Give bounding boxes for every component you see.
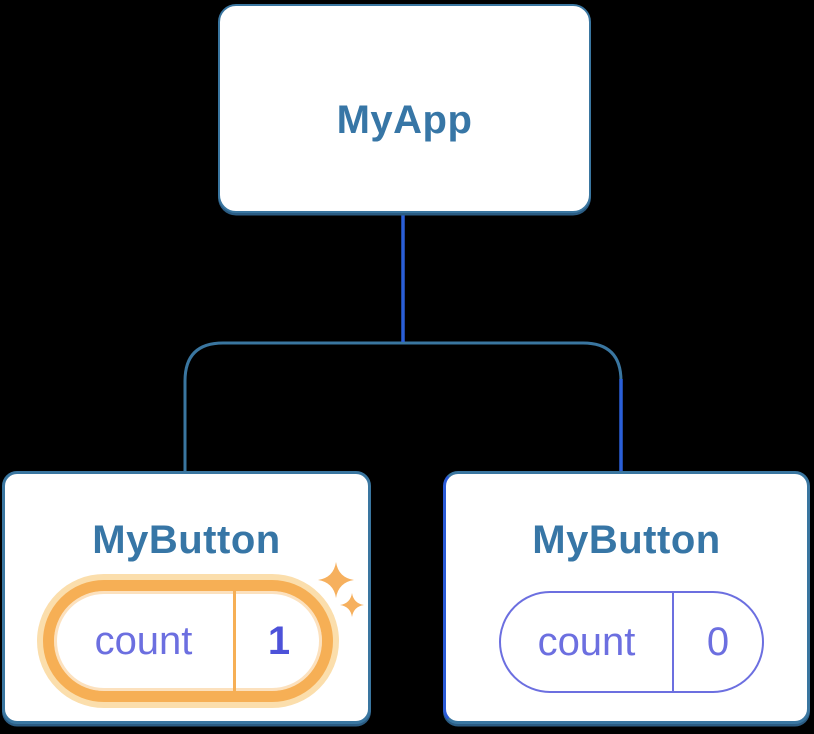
pill-divider <box>233 591 236 691</box>
state-pill: count 0 <box>499 591 764 693</box>
sparkle-icon <box>318 562 364 617</box>
node-mybutton-1: MyButton count 1 <box>2 471 371 724</box>
state-name: count <box>94 618 193 663</box>
node-title: MyButton <box>532 518 721 562</box>
connector-bracket <box>183 341 623 472</box>
node-myapp: MyApp <box>218 4 591 213</box>
node-mybutton-2: MyButton count 0 <box>443 471 810 724</box>
node-title: MyButton <box>92 518 281 562</box>
state-value: 1 <box>267 618 291 663</box>
sparkle-icon-small <box>340 593 364 617</box>
state-value: 0 <box>706 619 730 664</box>
sparkle-icon-large <box>318 562 354 598</box>
state-name: count <box>537 619 636 664</box>
node-title: MyApp <box>336 98 473 142</box>
pill-divider <box>672 593 674 691</box>
state-pill-highlighted: count 1 <box>43 580 333 702</box>
